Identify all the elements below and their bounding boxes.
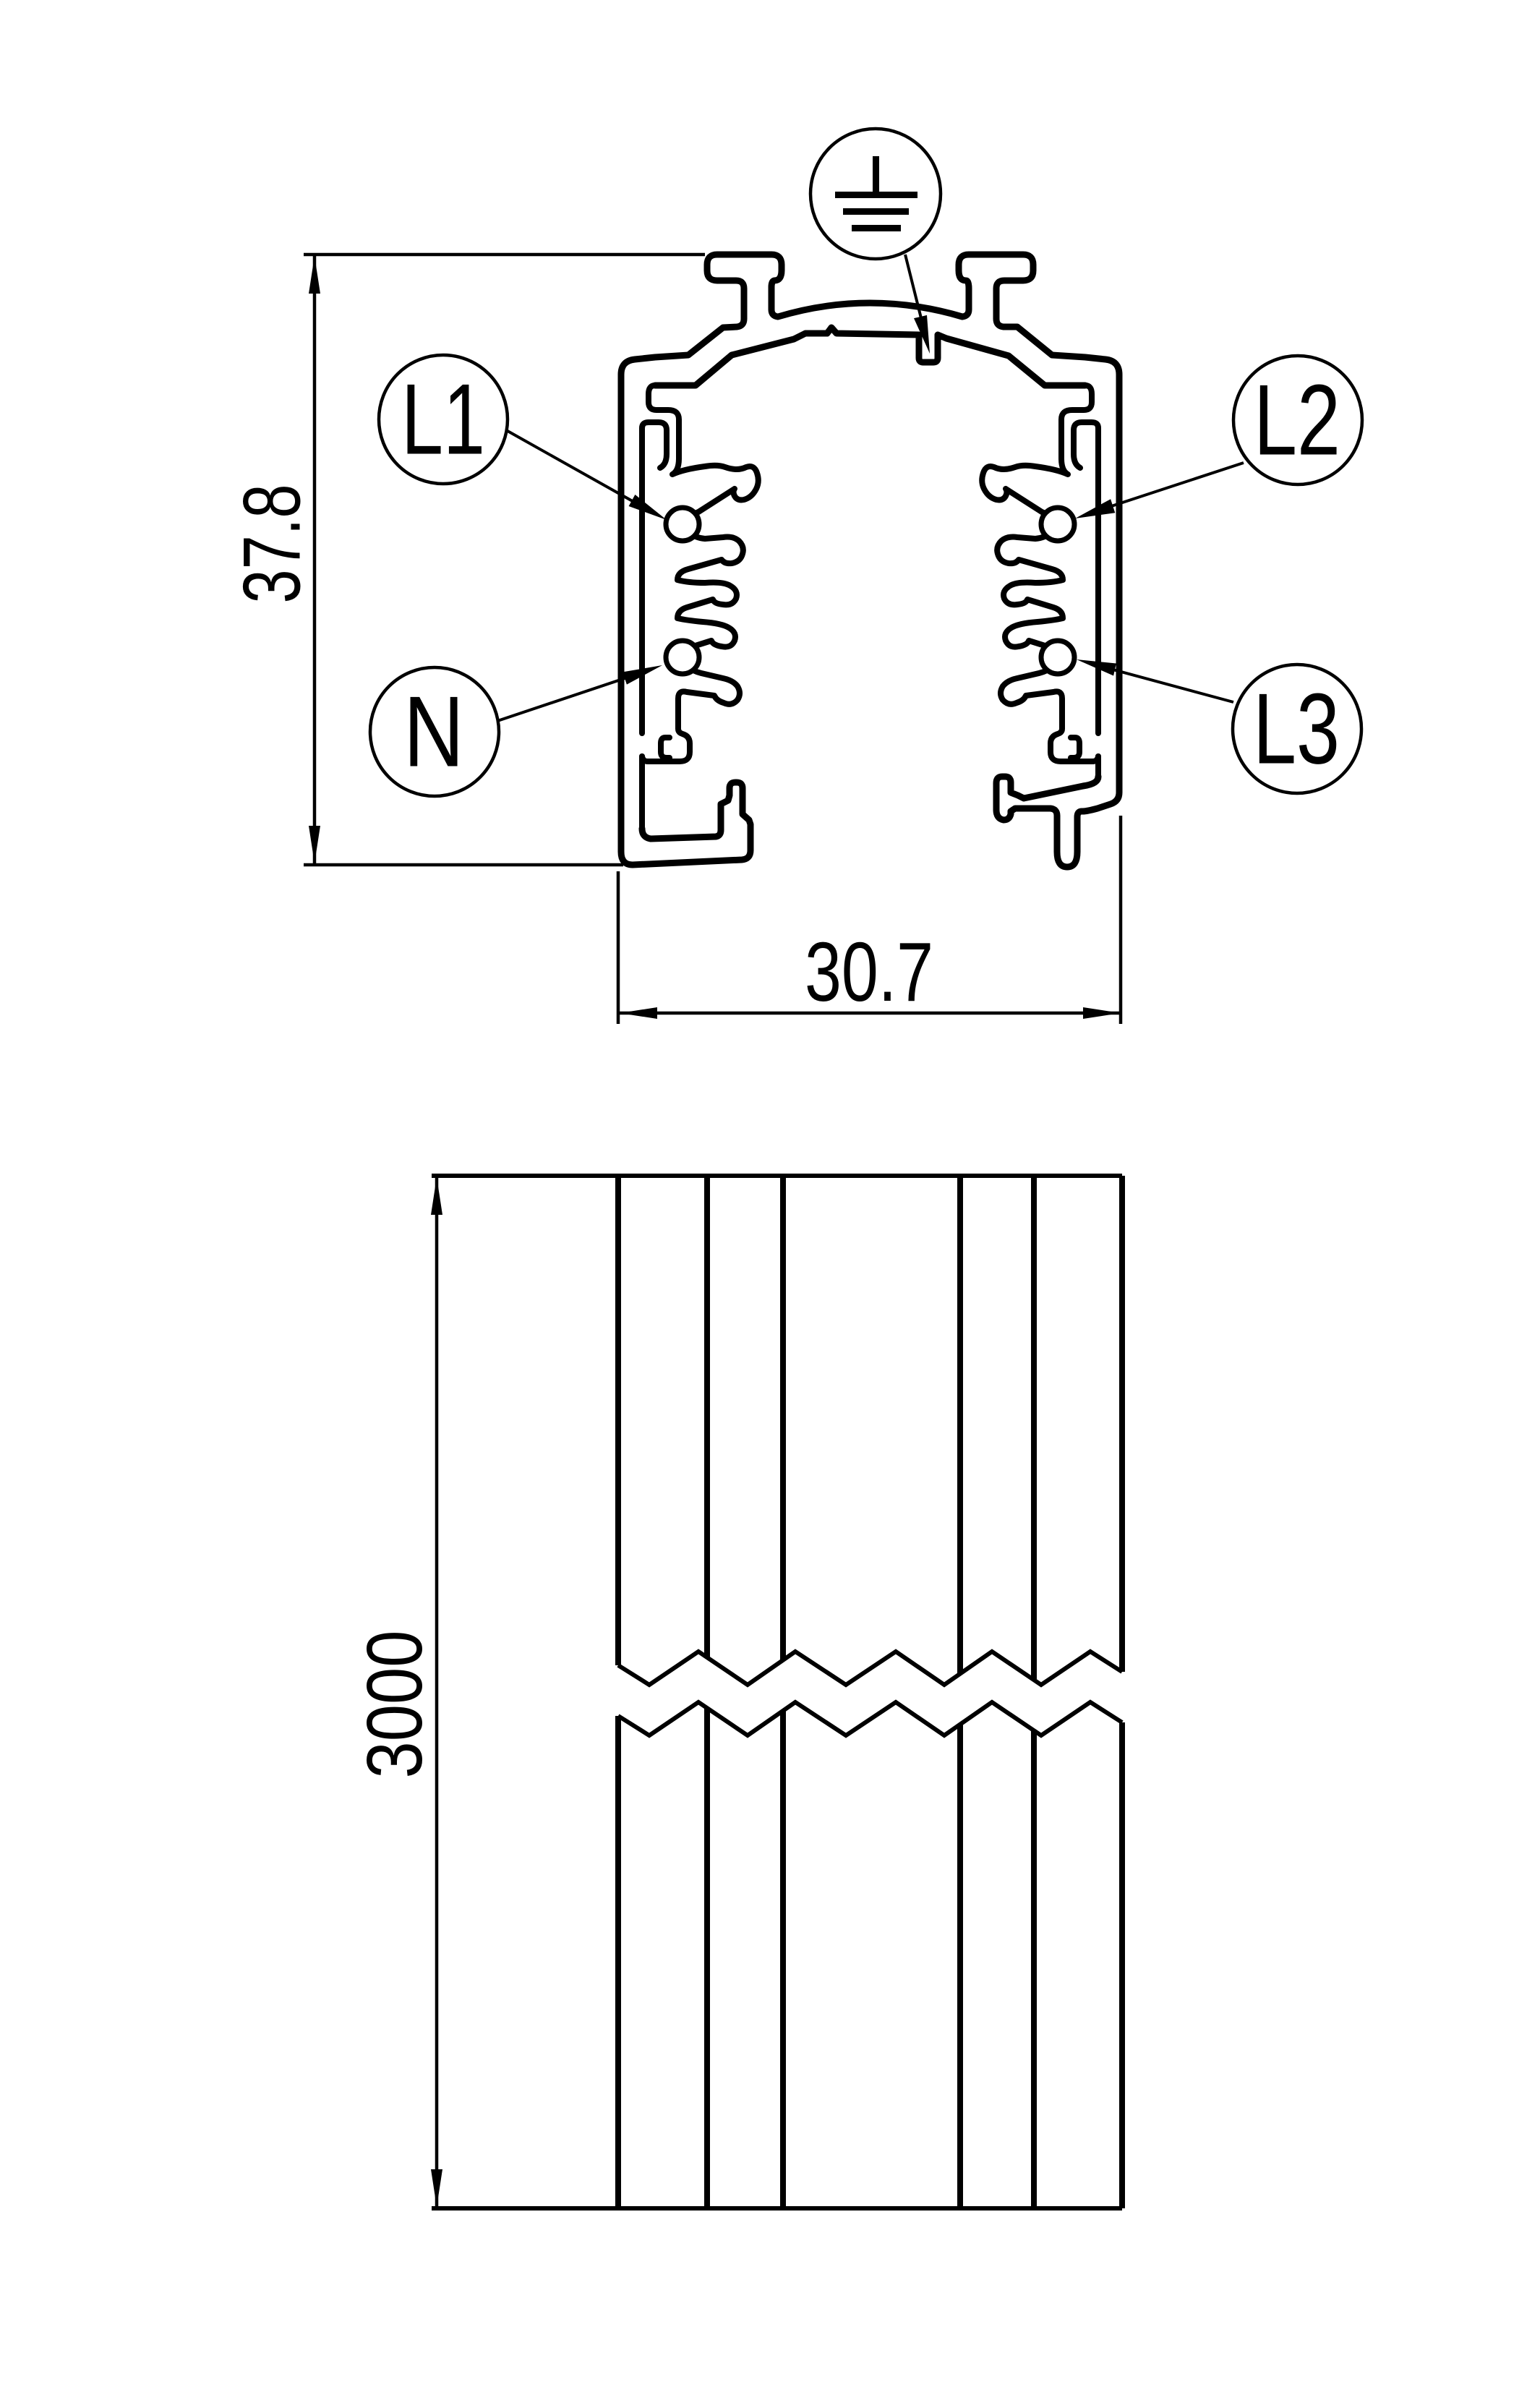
svg-text:37.8: 37.8 <box>227 484 317 604</box>
svg-text:L2: L2 <box>1254 364 1340 477</box>
svg-text:L3: L3 <box>1253 673 1340 785</box>
svg-text:N: N <box>403 676 464 788</box>
svg-text:L1: L1 <box>401 364 485 476</box>
svg-text:30.7: 30.7 <box>805 925 933 1019</box>
svg-text:3000: 3000 <box>351 1631 439 1779</box>
